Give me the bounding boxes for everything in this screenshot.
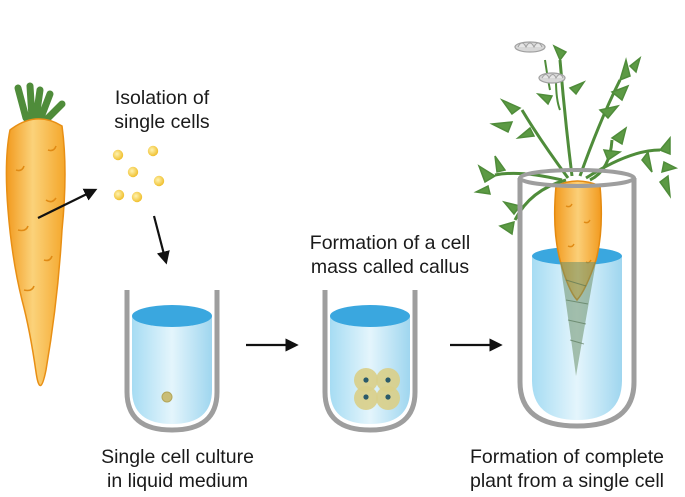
label-complete: Formation of complete plant from a singl… [452,445,682,493]
callus-mass [354,368,400,410]
label-callus: Formation of a cell mass called callus [280,231,500,279]
label-complete-line1: Formation of complete [469,446,664,468]
callus-tube [322,290,418,433]
label-culture: Single cell culture in liquid medium [80,445,275,493]
label-isolation-line1: Isolation of [114,87,210,109]
plant-leaves [473,44,679,236]
label-complete-line2: plant from a single cell [469,470,664,492]
culture-tube [124,290,220,433]
label-culture-line2: in liquid medium [107,470,248,492]
flower-heads [514,41,566,84]
label-callus-line2: mass called callus [310,256,470,278]
isolated-cells [112,145,165,203]
arrow-culture [152,215,170,265]
label-isolation: Isolation of single cells [92,86,232,134]
label-culture-line1: Single cell culture [101,446,254,468]
arrow-isolation [37,188,98,219]
carrot-root [5,82,66,387]
label-isolation-line2: single cells [114,111,210,133]
label-callus-line1: Formation of a cell [309,232,471,254]
plant-tube [473,41,679,429]
